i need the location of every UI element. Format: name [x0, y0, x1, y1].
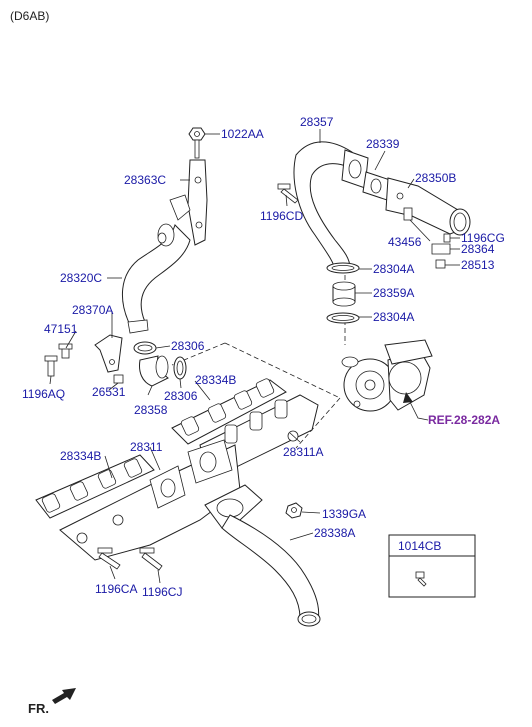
- nut-26531[interactable]: [113, 374, 124, 384]
- label-28338A[interactable]: 28338A: [314, 526, 355, 540]
- label-28334B-right[interactable]: 28334B: [195, 373, 236, 387]
- label-1339GA[interactable]: 1339GA: [322, 507, 366, 521]
- bolt-1196CG[interactable]: [443, 233, 451, 243]
- label-28334B-left[interactable]: 28334B: [60, 449, 101, 463]
- label-28304A-upper[interactable]: 28304A: [373, 262, 414, 276]
- hose-28358[interactable]: [139, 355, 169, 387]
- clamp-28304A-upper[interactable]: [326, 262, 360, 274]
- gasket-28334B-left[interactable]: [35, 454, 155, 519]
- label-28370A[interactable]: 28370A: [72, 303, 113, 317]
- nut-1339GA[interactable]: [285, 502, 303, 519]
- label-1022AA[interactable]: 1022AA: [221, 127, 264, 141]
- label-28359A[interactable]: 28359A: [373, 286, 414, 300]
- bolt-1022AA[interactable]: [188, 127, 206, 159]
- bolt-47151[interactable]: [58, 343, 73, 359]
- nut-28513[interactable]: [435, 259, 446, 269]
- gasket-28334B-right[interactable]: [171, 378, 287, 445]
- label-28357[interactable]: 28357: [300, 115, 334, 129]
- label-1196AQ[interactable]: 1196AQ: [22, 387, 65, 401]
- leader-lines: [49, 129, 460, 584]
- front-arrow-icon: [52, 688, 76, 704]
- label-26531[interactable]: 26531: [92, 385, 126, 399]
- ref-arrow: [403, 392, 429, 421]
- label-28304A-lower[interactable]: 28304A: [373, 310, 414, 324]
- reference-dashed-lines: [171, 275, 346, 449]
- label-28363C[interactable]: 28363C: [124, 173, 166, 187]
- label-1196CG[interactable]: 1196CG: [461, 231, 505, 245]
- label-28350B[interactable]: 28350B: [415, 171, 456, 185]
- bolt-1196CJ[interactable]: [139, 547, 163, 571]
- clamp-28304A-lower[interactable]: [326, 312, 360, 324]
- label-28513[interactable]: 28513: [461, 258, 495, 272]
- bracket-28370A[interactable]: [94, 334, 123, 373]
- clamp-28306-lower[interactable]: [173, 356, 187, 380]
- label-28339[interactable]: 28339: [366, 137, 400, 151]
- label-28364[interactable]: 28364: [461, 242, 495, 256]
- bolt-1196CA[interactable]: [97, 547, 121, 570]
- label-1196CA[interactable]: 1196CA: [95, 582, 137, 596]
- label-47151[interactable]: 47151: [44, 322, 78, 336]
- part-labels: 1022AA 28363C 28320C 28370A 47151 1196AQ…: [22, 115, 505, 599]
- pipe-28338A[interactable]: [204, 484, 321, 627]
- inset-1014CB[interactable]: [388, 534, 476, 598]
- turbocharger[interactable]: [341, 339, 433, 412]
- bolt-1196CD[interactable]: [277, 183, 299, 204]
- label-28358[interactable]: 28358: [134, 403, 168, 417]
- flange-28339-b[interactable]: [362, 171, 391, 201]
- inset-bolt-icon: [415, 571, 427, 587]
- hose-28359A[interactable]: [332, 281, 356, 307]
- label-43456[interactable]: 43456: [388, 235, 422, 249]
- bracket-28364[interactable]: [431, 243, 451, 255]
- label-28320C[interactable]: 28320C: [60, 271, 102, 285]
- front-direction-label: FR.: [28, 701, 49, 716]
- label-28311A[interactable]: 28311A: [283, 445, 323, 459]
- pipe-28350B[interactable]: [385, 177, 471, 236]
- bolt-1196AQ[interactable]: [44, 355, 58, 377]
- bolt-43456[interactable]: [403, 207, 413, 221]
- model-code: (D6AB): [10, 9, 49, 23]
- bracket-28363C[interactable]: [169, 159, 208, 246]
- label-1196CD[interactable]: 1196CD: [260, 209, 303, 223]
- label-1014CB[interactable]: 1014CB: [398, 539, 441, 553]
- pipe-28320C[interactable]: [121, 223, 191, 334]
- label-28306-upper[interactable]: 28306: [171, 339, 205, 353]
- label-28306-lower[interactable]: 28306: [164, 389, 198, 403]
- label-ref-28-282A[interactable]: REF.28-282A: [428, 413, 500, 427]
- label-1196CJ[interactable]: 1196CJ: [142, 585, 182, 599]
- clamp-28306-upper[interactable]: [133, 341, 157, 355]
- label-28311[interactable]: 28311: [130, 440, 163, 454]
